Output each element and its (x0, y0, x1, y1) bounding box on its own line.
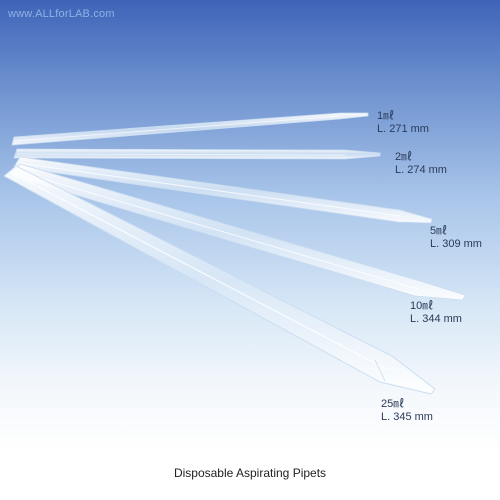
pipet-5ml-label: 5㎖ L. 309 mm (430, 225, 482, 251)
pipet-10ml (11, 163, 466, 301)
pipet-2ml-label: 2㎖ L. 274 mm (395, 151, 447, 177)
pipet-2ml (13, 148, 381, 160)
length-label: L. 271 mm (377, 123, 429, 135)
volume-label: 1㎖ (377, 110, 395, 122)
length-label: L. 344 mm (410, 313, 462, 325)
volume-label: 2㎖ (395, 151, 413, 163)
volume-label: 5㎖ (430, 225, 448, 237)
length-label: L. 309 mm (430, 238, 482, 250)
pipet-25ml (3, 165, 436, 395)
volume-label: 25㎖ (381, 398, 405, 410)
length-label: L. 345 mm (381, 411, 433, 423)
pipet-25ml-label: 25㎖ L. 345 mm (381, 398, 433, 424)
pipet-5ml (13, 156, 433, 224)
pipet-1ml-label: 1㎖ L. 271 mm (377, 110, 429, 136)
pipet-1ml (11, 112, 369, 146)
watermark: www.ALLforLAB.com (8, 8, 115, 20)
caption: Disposable Aspirating Pipets (173, 466, 327, 480)
length-label: L. 274 mm (395, 164, 447, 176)
volume-label: 10㎖ (410, 300, 434, 312)
pipet-10ml-label: 10㎖ L. 344 mm (410, 300, 462, 326)
